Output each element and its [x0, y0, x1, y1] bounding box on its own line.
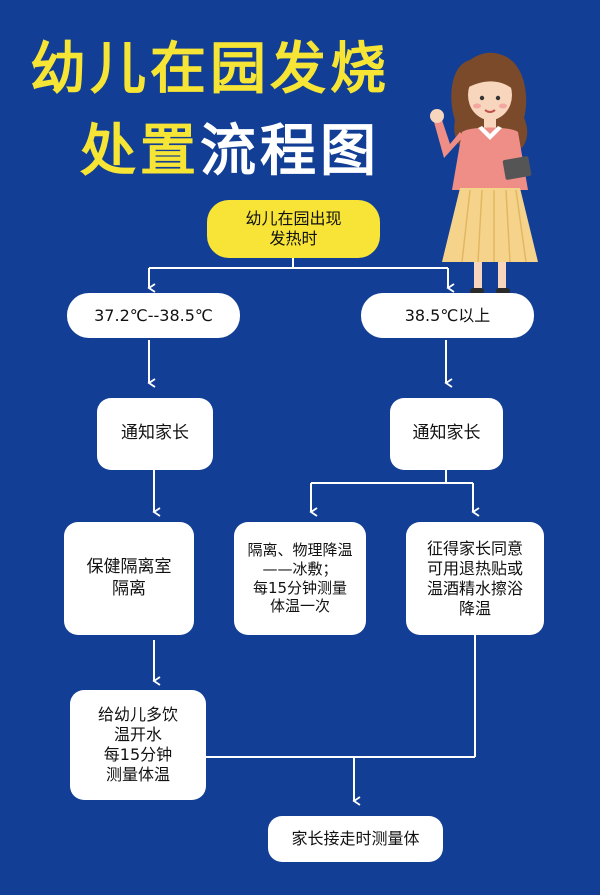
teacher-illustration [430, 52, 538, 294]
right-range-node: 38.5℃以上 [361, 293, 534, 338]
title-line-2-rest: 流程图 [200, 119, 380, 184]
end-node: 家长接走时测量体 [268, 816, 443, 862]
right-consent-node: 征得家长同意 可用退热贴或 温酒精水擦浴 降温 [406, 522, 544, 635]
title-line-2-highlight: 处置 [80, 119, 200, 184]
right-physical-node: 隔离、物理降温 ——冰敷； 每15分钟测量 体温一次 [234, 522, 366, 635]
start-node: 幼儿在园出现 发热时 [207, 200, 380, 258]
left-drink-node: 给幼儿多饮 温开水 每15分钟 测量体温 [70, 690, 206, 800]
title-line-1: 幼儿在园发烧 [30, 37, 390, 102]
right-notify-node: 通知家长 [390, 398, 503, 470]
left-range-node: 37.2℃--38.5℃ [67, 293, 240, 338]
title-line-2: 处置流程图 [30, 124, 430, 180]
left-isolate-node: 保健隔离室 隔离 [64, 522, 194, 635]
left-notify-node: 通知家长 [97, 398, 213, 470]
